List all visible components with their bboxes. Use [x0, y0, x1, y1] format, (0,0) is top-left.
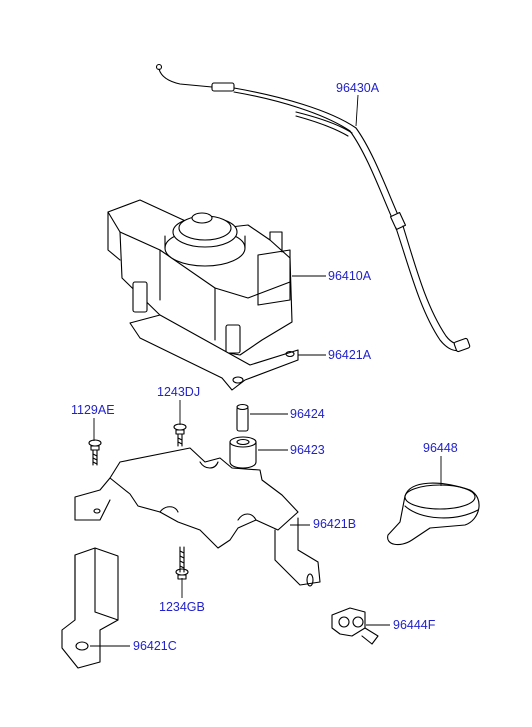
bracket-96421B — [74, 447, 321, 587]
label-96421C[interactable]: 96421C — [133, 639, 177, 653]
label-1234GB[interactable]: 1234GB — [159, 600, 205, 614]
clip-96444F — [331, 607, 379, 645]
sleeve-96424 — [236, 403, 249, 432]
label-96430A[interactable]: 96430A — [336, 81, 380, 95]
actuator-96410A — [107, 199, 293, 356]
label-96410A[interactable]: 96410A — [328, 269, 372, 283]
label-1129AE[interactable]: 1129AE — [71, 403, 115, 417]
label-96448[interactable]: 96448 — [423, 441, 458, 455]
cap-96448 — [387, 482, 480, 546]
label-96423[interactable]: 96423 — [290, 443, 325, 457]
bracket-96421C — [61, 547, 119, 669]
bracket-96421A — [129, 314, 299, 391]
label-1243DJ[interactable]: 1243DJ — [157, 385, 201, 399]
label-96424[interactable]: 96424 — [290, 407, 325, 421]
label-96421A[interactable]: 96421A — [328, 348, 372, 362]
label-96444F[interactable]: 96444F — [393, 618, 436, 632]
screw-1129AE — [88, 439, 102, 466]
cable-assembly-96430A — [155, 63, 471, 353]
screw-1243DJ — [173, 423, 187, 447]
screw-1234GB — [175, 546, 189, 580]
leader-lines — [90, 94, 442, 647]
label-96421B[interactable]: 96421B — [313, 517, 357, 531]
grommet-96423 — [229, 436, 257, 469]
